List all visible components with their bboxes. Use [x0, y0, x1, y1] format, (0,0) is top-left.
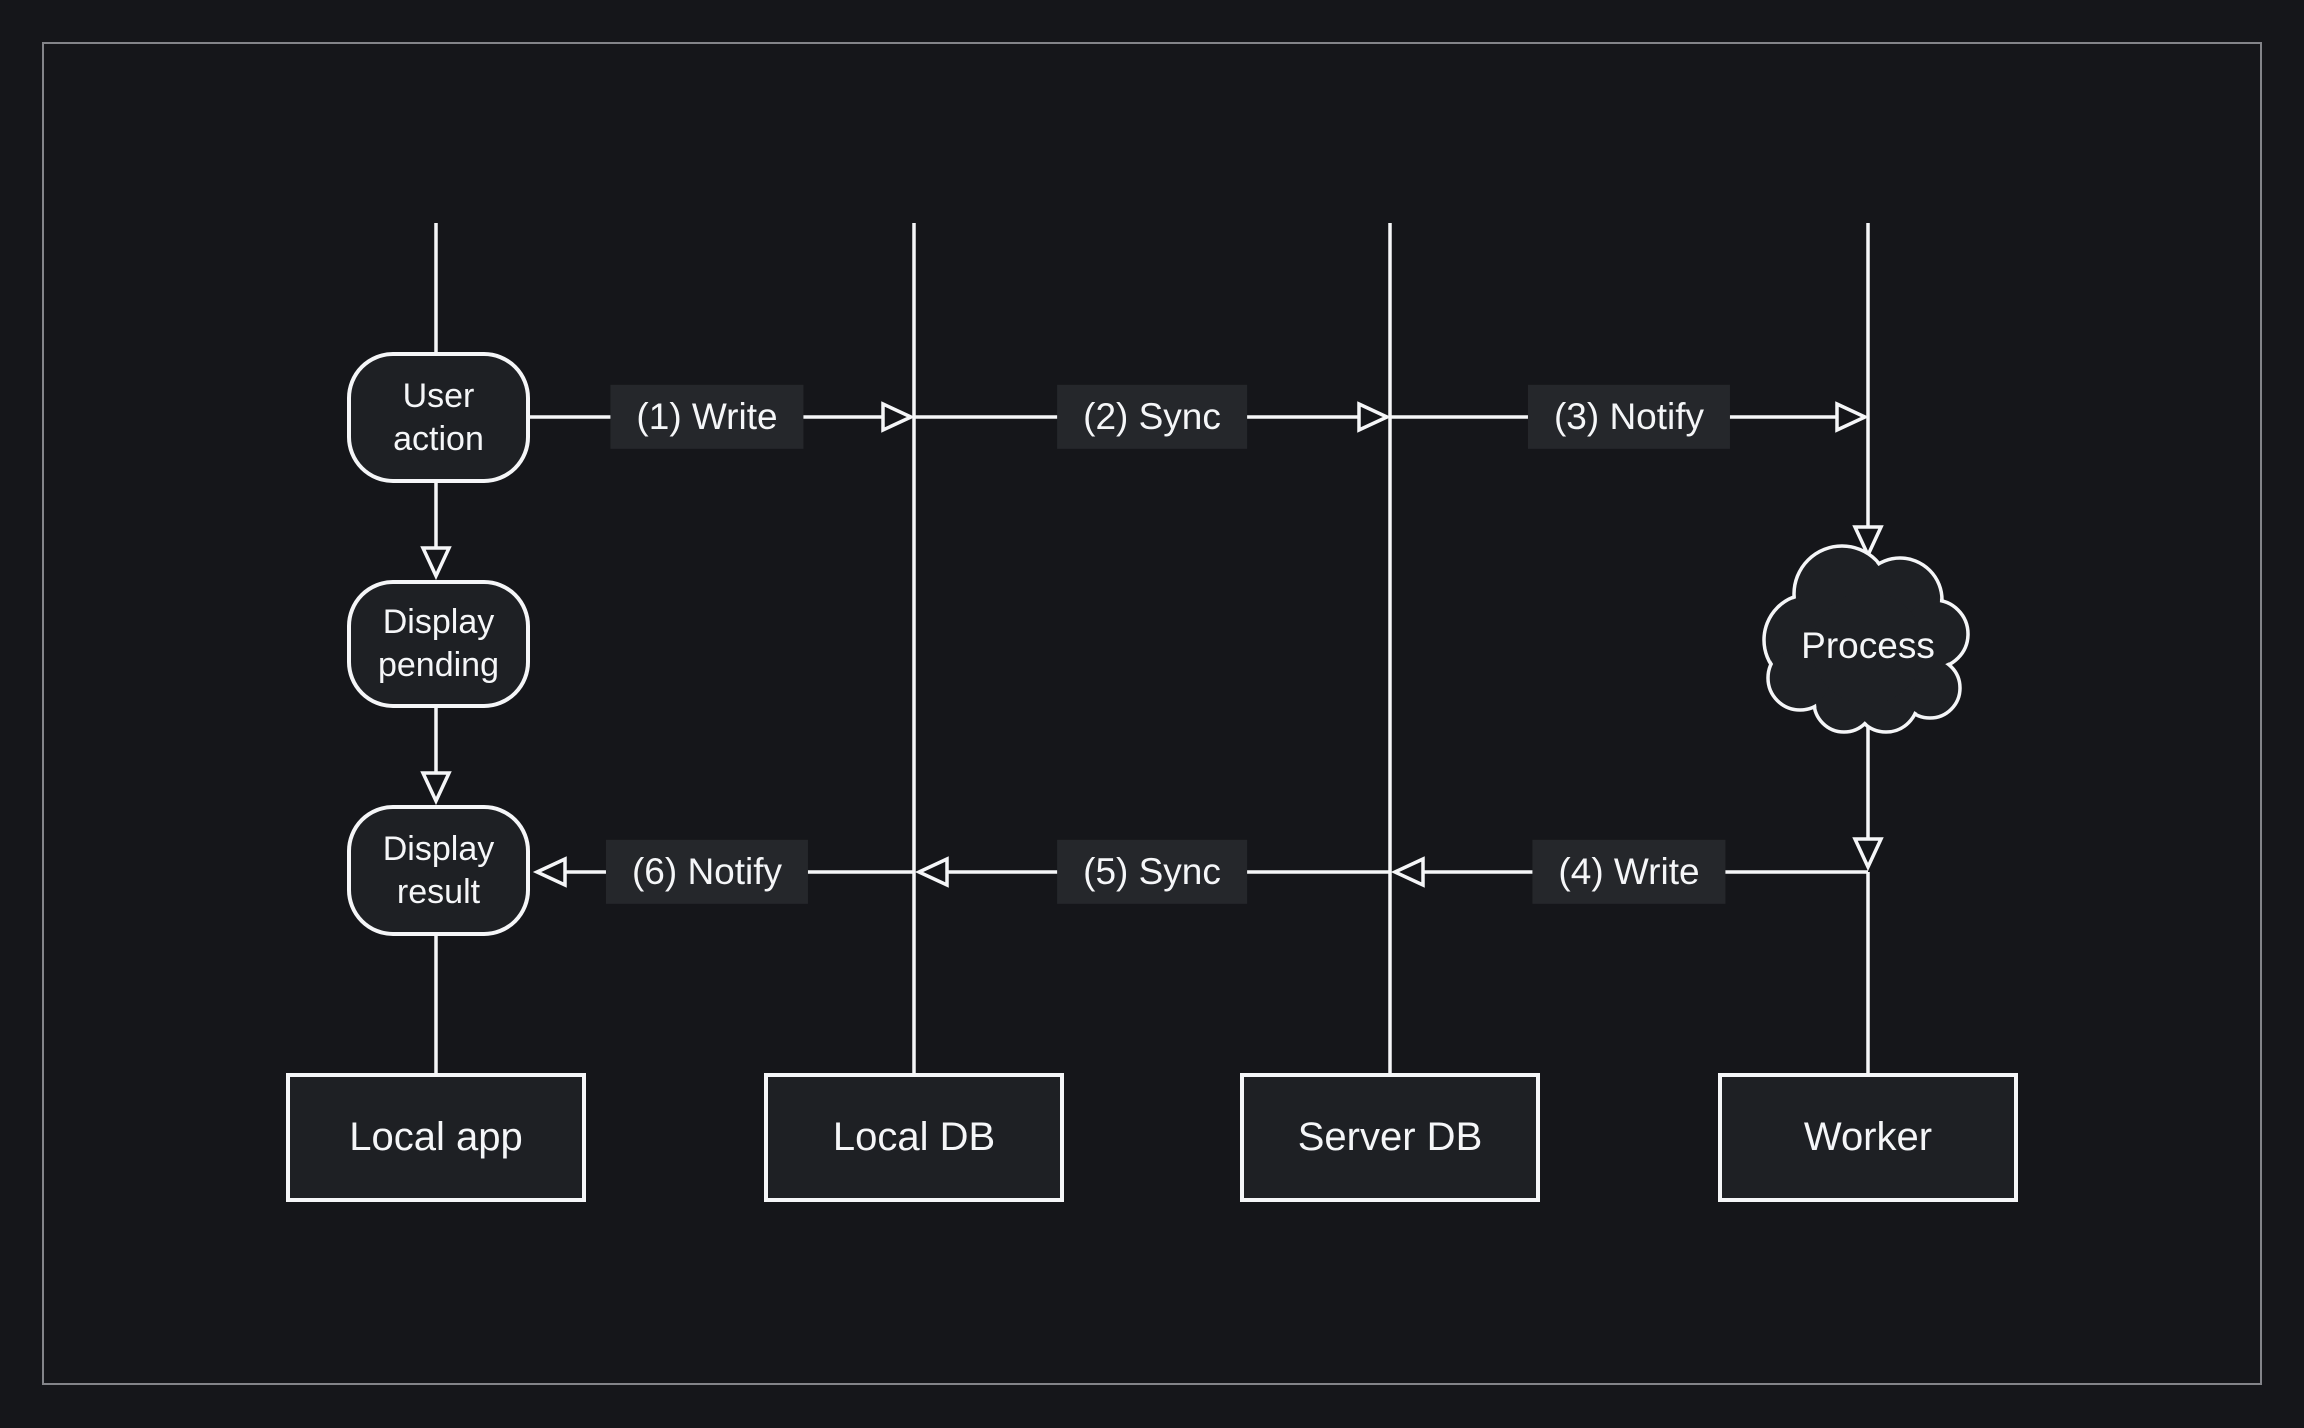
node-display-result: Display result	[347, 805, 530, 936]
node-display-result-label: Display result	[382, 829, 495, 911]
message-label-2-sync: (2) Sync	[1057, 384, 1247, 450]
message-label-3-notify: (3) Notify	[1527, 384, 1731, 450]
participant-local-db-label: Local DB	[832, 1115, 996, 1159]
message-label-5-sync: (5) Sync	[1057, 839, 1247, 905]
participant-local-app: Local app	[286, 1073, 586, 1202]
node-display-pending: Display pending	[347, 580, 530, 708]
worker-flow-arrowheads	[1852, 525, 1884, 872]
node-user-action-label: User action	[393, 376, 484, 458]
flow-arrowheads	[420, 546, 452, 806]
participant-worker-label: Worker	[1803, 1115, 1933, 1159]
diagram-frame-border	[42, 42, 2262, 1385]
node-display-pending-label: Display pending	[377, 603, 499, 684]
process-cloud	[1762, 544, 1970, 734]
participant-server-db-label: Server DB	[1297, 1115, 1483, 1159]
message-label-4-write: (4) Write	[1532, 839, 1726, 905]
participant-local-app-label: Local app	[349, 1115, 523, 1159]
participant-server-db: Server DB	[1240, 1073, 1540, 1202]
participant-worker: Worker	[1718, 1073, 2018, 1202]
participant-local-db: Local DB	[764, 1073, 1064, 1202]
node-user-action: User action	[347, 352, 530, 483]
message-label-1-write: (1) Write	[610, 384, 804, 450]
node-process-label: Process	[1801, 625, 1935, 666]
message-label-6-notify: (6) Notify	[605, 839, 809, 905]
